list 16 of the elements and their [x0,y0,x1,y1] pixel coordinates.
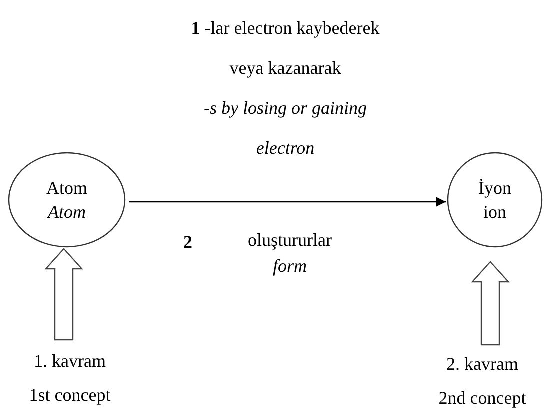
hollow-arrow [471,261,510,346]
linking-word-translation: form [272,255,308,278]
linking-word: oluştururlar [247,229,333,252]
concept-name: İyon [478,177,512,200]
concept-number: 1. kavram [34,350,106,372]
blank-number: 2 [182,231,194,254]
concept-number-translation: 1st concept [29,384,111,406]
concept-number: 2. kavram [446,352,518,376]
concept-translation: Atom [48,201,86,224]
concept-name: Atom [46,177,88,200]
hollow-arrow [44,248,84,341]
statement-translation: -s by losing or gaining electron [202,97,368,160]
statement-text: 1 -lar electron kaybederek veya kazanarak [190,17,381,80]
concept-number-translation: 2nd concept [438,386,526,410]
concept-translation: ion [483,201,506,224]
arrow [129,197,446,207]
